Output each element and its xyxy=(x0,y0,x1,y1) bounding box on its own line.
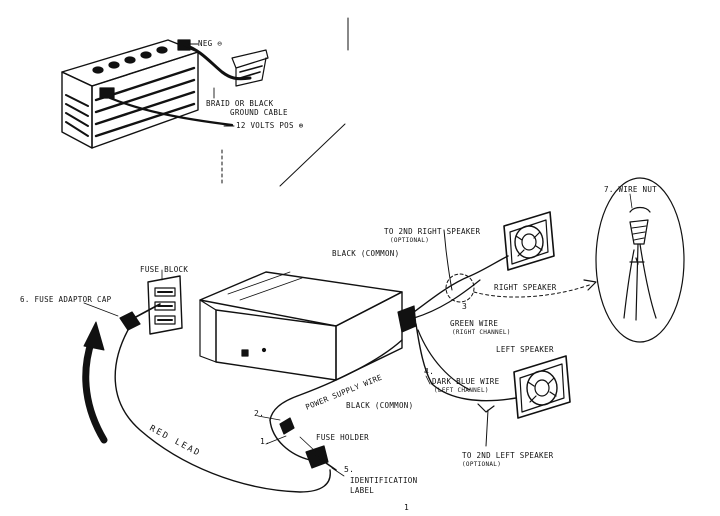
green-wire-label: GREEN WIRE xyxy=(450,319,499,328)
wire-nut-joint-circle xyxy=(445,273,475,303)
fuse-holder-label: FUSE HOLDER xyxy=(316,433,369,442)
black-common-top-label: BLACK (COMMON) xyxy=(332,249,400,258)
amplifier-unit xyxy=(199,271,417,381)
negative-terminal-label: NEG ⊖ xyxy=(198,39,223,48)
installation-direction-arrow xyxy=(82,321,108,444)
right-speaker xyxy=(503,211,555,271)
car-battery xyxy=(61,39,269,149)
positive-terminal xyxy=(99,87,234,127)
second-right-speaker-label: TO 2ND RIGHT SPEAKER xyxy=(384,227,481,236)
wire-nut-label: 7. WIRE NUT xyxy=(604,185,657,194)
fuse-adaptor-cap xyxy=(83,302,161,331)
right-speaker-label: RIGHT SPEAKER xyxy=(494,283,557,292)
identification-label-text: IDENTIFICATION xyxy=(350,476,418,485)
fuse-holder xyxy=(257,415,345,477)
fuse-block-label: FUSE BLOCK xyxy=(140,265,189,274)
black-common-bottom-label: BLACK (COMMON) xyxy=(346,401,414,410)
power-supply-wire xyxy=(269,339,403,421)
fuse-block xyxy=(147,269,183,335)
second-left-speaker-label: TO 2ND LEFT SPEAKER xyxy=(462,451,554,460)
right-channel-label: (RIGHT CHANNEL) xyxy=(452,329,511,336)
positive-terminal-label: 12 VOLTS POS ⊕ xyxy=(236,121,304,130)
left-speaker xyxy=(513,355,571,419)
red-lead-wire xyxy=(114,329,331,493)
callout-2: 2. xyxy=(254,409,265,418)
optional-right-label: (OPTIONAL) xyxy=(390,237,430,244)
left-speaker-label: LEFT SPEAKER xyxy=(496,345,554,354)
dark-blue-wire-label: DARK BLUE WIRE xyxy=(432,377,500,386)
battery-cell-caps xyxy=(92,46,168,74)
label-word: LABEL xyxy=(350,486,375,495)
optional-left-label: (OPTIONAL) xyxy=(462,461,502,468)
braid-label: BRAID OR BLACK xyxy=(206,99,274,108)
callout-3: 3 xyxy=(462,302,468,311)
fuse-adaptor-cap-label: 6. FUSE ADAPTOR CAP xyxy=(20,295,112,304)
ground-cable-label: GROUND CABLE xyxy=(230,108,288,117)
wire-nut-inset xyxy=(595,177,685,343)
callout-1: 1. xyxy=(260,437,271,446)
page-number: 1 xyxy=(404,503,410,512)
callout-4: 4. xyxy=(424,367,435,376)
negative-terminal xyxy=(177,39,269,87)
callout-5: 5. xyxy=(344,465,355,474)
left-channel-label: (LEFT CHANNEL) xyxy=(434,387,489,394)
